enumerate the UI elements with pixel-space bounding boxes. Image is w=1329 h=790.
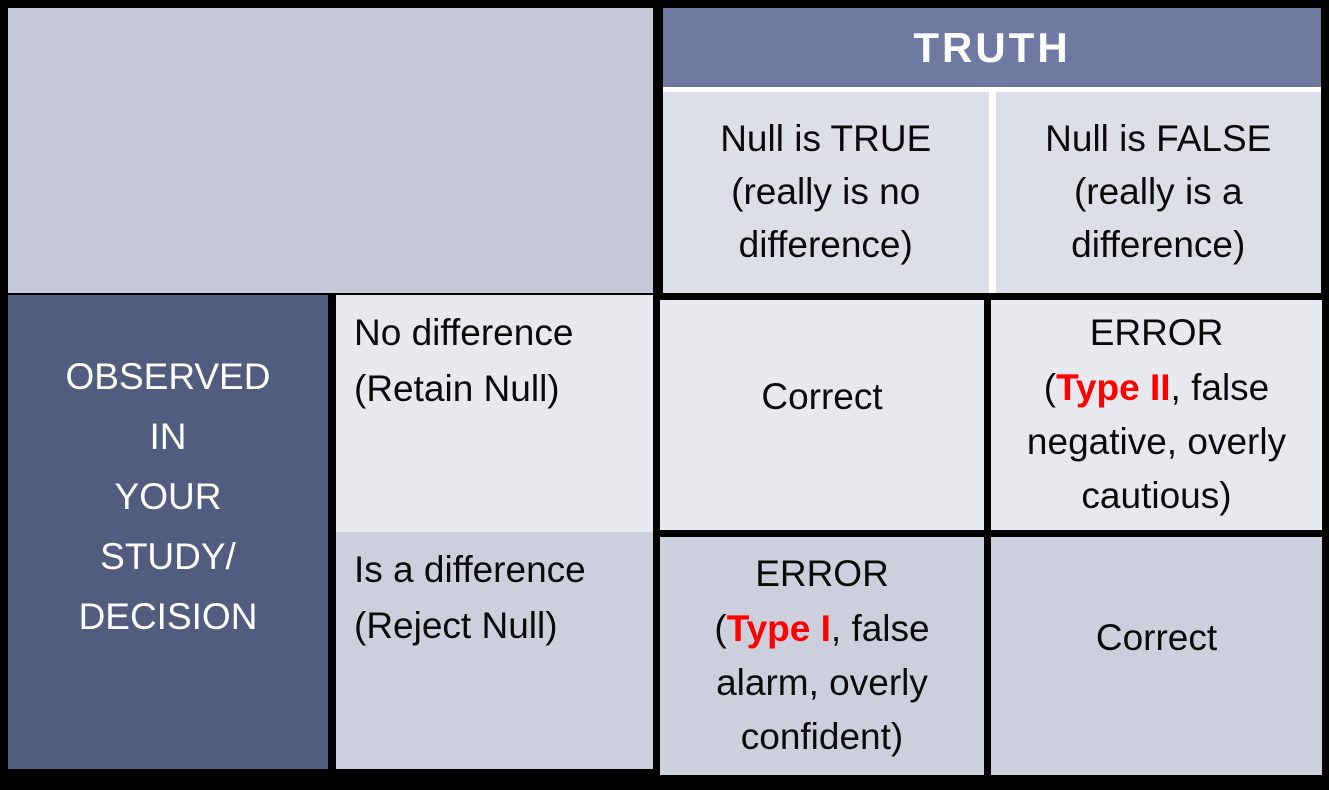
- observed-header: OBSERVED IN YOUR STUDY/ DECISION: [8, 295, 328, 769]
- error-detail: (Type II, false negative, overly cautiou…: [999, 361, 1314, 524]
- observed-header-line: OBSERVED: [65, 356, 271, 398]
- column-headers: Null is TRUE (really is no difference) N…: [663, 87, 1321, 293]
- row-header-reject-null: Is a difference (Reject Null): [336, 532, 653, 769]
- truth-header-label: TRUTH: [913, 23, 1071, 71]
- error-title: ERROR: [1089, 312, 1224, 354]
- type-ii-label: Type II: [1056, 366, 1171, 408]
- row-header-line: (Retain Null): [354, 367, 560, 409]
- cell-retain-null-false-type2-error: ERROR (Type II, false negative, overly c…: [991, 300, 1322, 530]
- column-header-line: difference): [1071, 223, 1246, 265]
- column-header-line: difference): [738, 223, 913, 265]
- correct-label: Correct: [1095, 617, 1218, 659]
- error-title: ERROR: [755, 553, 889, 595]
- error-detail-pre: (: [1043, 366, 1057, 408]
- error-detail-post: , false alarm, overly confident): [716, 607, 930, 758]
- row-header-line: (Reject Null): [354, 604, 558, 646]
- cell-reject-null-true-type1-error: ERROR (Type I, false alarm, overly confi…: [660, 537, 984, 775]
- observed-header-line: STUDY/: [100, 535, 236, 577]
- cell-retain-null-true-correct: Correct: [660, 300, 984, 530]
- truth-header: TRUTH: [663, 8, 1321, 87]
- column-header-line: (really is no: [731, 171, 921, 213]
- error-detail-pre: (: [714, 607, 727, 649]
- column-header-null-true: Null is TRUE (really is no difference): [663, 92, 989, 293]
- row-header-line: No difference: [354, 312, 574, 353]
- correct-label: Correct: [761, 376, 883, 418]
- observed-header-line: YOUR: [114, 476, 222, 518]
- result-grid: Correct ERROR (Type II, false negative, …: [653, 293, 1329, 782]
- cell-reject-null-false-correct: Correct: [991, 537, 1322, 775]
- error-detail-post: , false negative, overly cautious): [1026, 366, 1287, 517]
- column-header-line: Null is TRUE: [720, 118, 932, 160]
- column-header-line: (really is a: [1073, 171, 1243, 213]
- observed-header-line: IN: [149, 416, 187, 458]
- corner-spacer: [8, 8, 653, 293]
- error-detail: (Type I, false alarm, overly confident): [668, 602, 976, 765]
- type-i-label: Type I: [726, 607, 831, 649]
- observed-header-line: DECISION: [78, 595, 258, 637]
- column-header-line: Null is FALSE: [1045, 118, 1272, 160]
- column-header-null-false: Null is FALSE (really is a difference): [995, 92, 1321, 293]
- row-header-retain-null: No difference (Retain Null): [336, 295, 653, 532]
- row-header-line: Is a difference: [354, 549, 586, 590]
